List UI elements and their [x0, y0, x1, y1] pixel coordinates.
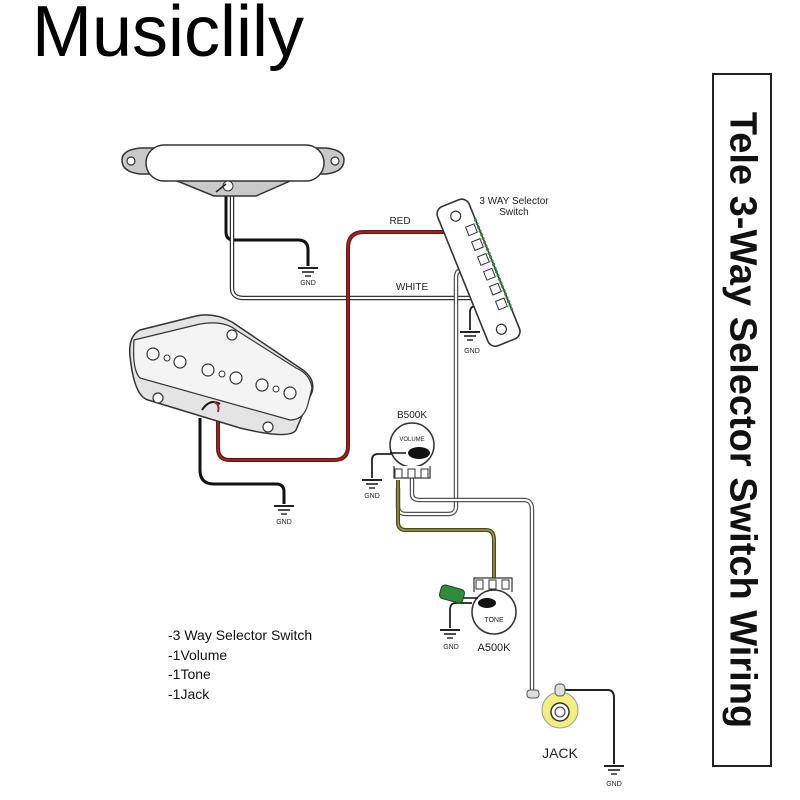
ground-symbol-volume: GND	[361, 479, 383, 500]
jack-ground-wire	[560, 689, 615, 764]
neck-pickup	[121, 144, 345, 197]
parts-list-item: -1Tone	[168, 666, 211, 682]
volume-ground-wire	[371, 453, 406, 478]
tone-ground-wire	[449, 602, 472, 628]
ground-symbol-tone: GND	[439, 629, 461, 651]
tone-capacitor	[438, 584, 466, 604]
volume-jack-wire	[409, 478, 535, 692]
ground-symbol-jack: GND	[603, 765, 625, 788]
neck-ground-wire	[224, 196, 310, 266]
jack-label: JACK	[542, 745, 578, 761]
switch-label-line1: 3 WAY Selector	[479, 196, 549, 207]
ground-label: GND	[364, 493, 380, 500]
parts-list-item: -1Jack	[168, 685, 210, 702]
switch-label-line2: Switch	[499, 207, 528, 218]
parts-list-item: -1Volume	[168, 646, 228, 663]
ground-symbol-bridge: GND	[273, 505, 295, 526]
selector-switch	[436, 198, 521, 347]
ground-label: GND	[276, 519, 292, 526]
parts-list-item: -3 Way Selector Switch	[168, 627, 313, 643]
white-wire-label: WHITE	[396, 282, 429, 293]
ground-label: GND	[464, 348, 480, 355]
white-wire	[229, 196, 488, 301]
ground-label: GND	[606, 781, 622, 788]
tone-value-label: A500K	[477, 642, 511, 654]
ground-symbol-neck: GND	[297, 267, 319, 287]
volume-pot	[389, 422, 435, 479]
ground-symbol-switch: GND	[459, 331, 481, 355]
tone-pot	[460, 577, 517, 635]
output-jack	[526, 683, 579, 729]
title-box	[712, 73, 772, 767]
red-wire-label: RED	[389, 216, 410, 227]
ground-label: GND	[443, 644, 459, 651]
volume-label: VOLUME	[399, 437, 424, 443]
bridge-pickup	[128, 314, 314, 436]
volume-tone-wire	[396, 480, 496, 578]
ground-label: GND	[300, 280, 316, 287]
parts-list: -3 Way Selector Switch -1Volume -1Tone -…	[168, 626, 312, 704]
brand-logo-text: Musiclily	[32, 0, 305, 72]
bridge-ground-wire	[198, 418, 286, 504]
tone-label: TONE	[484, 617, 504, 624]
volume-value-label: B500K	[397, 410, 427, 421]
red-wire	[216, 230, 458, 462]
